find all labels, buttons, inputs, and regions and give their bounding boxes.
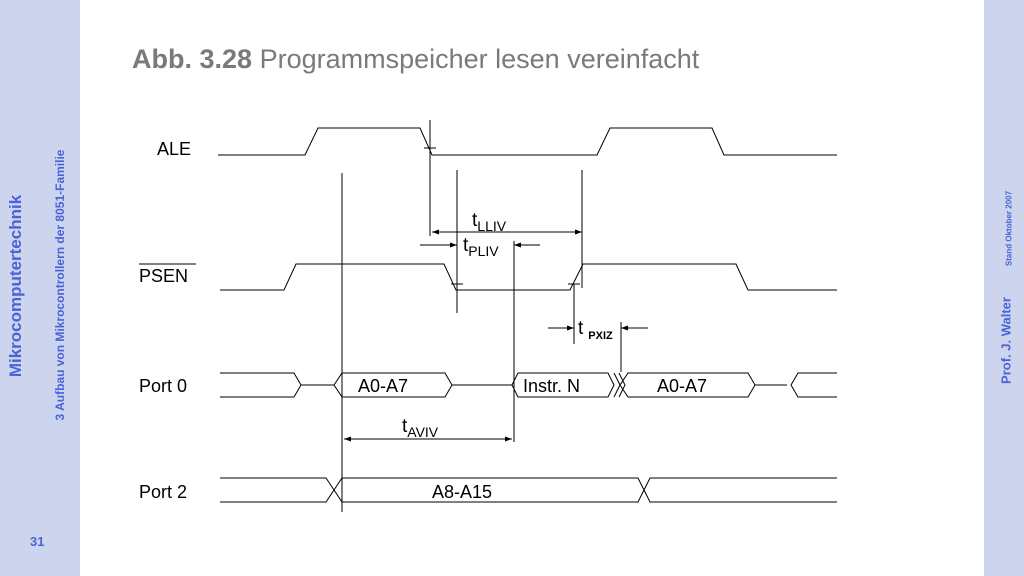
psen-waveform (220, 263, 837, 291)
taviv-label: tAVIV (402, 416, 439, 440)
figure-number: Abb. 3.28 (132, 44, 253, 74)
ale-waveform (218, 127, 837, 156)
left-sidebar (0, 0, 80, 576)
bus-value-a8-a15: A8-A15 (432, 482, 492, 502)
ale-label: ALE (157, 139, 191, 159)
figure-caption: Programmspeicher lesen vereinfacht (259, 44, 700, 74)
port0-label: Port 0 (139, 376, 187, 396)
port2-label: Port 2 (139, 482, 187, 502)
tpliv-label: tPLIV (463, 235, 499, 259)
psen-label: PSEN (139, 266, 188, 286)
slide-title: Abb. 3.28 Programmspeicher lesen vereinf… (132, 44, 699, 75)
bus-value-instr: Instr. N (523, 376, 580, 396)
port2-bus (220, 477, 837, 503)
page-number: 31 (30, 534, 45, 549)
right-sidebar (984, 0, 1024, 576)
tlliv-label: tLLIV (472, 210, 507, 234)
bus-value-a0-a7-first: A0-A7 (358, 376, 408, 396)
bus-value-a0-a7-second: A0-A7 (657, 376, 707, 396)
